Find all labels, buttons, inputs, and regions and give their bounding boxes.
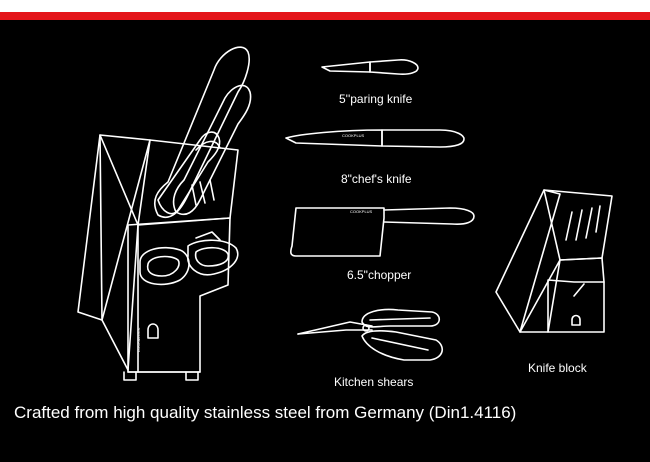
chopper-label: 6.5"chopper: [347, 268, 412, 282]
paring-knife-label: 5''paring knife: [339, 92, 413, 106]
knife-block-icon: [495, 189, 613, 333]
block-logo: LOCK&LOCK: [136, 327, 141, 352]
knife-block-label: Knife block: [528, 361, 587, 375]
paring-knife-icon: [321, 59, 419, 75]
chopper-icon: COOKPLUS: [290, 207, 475, 257]
chopper-blade-mark: COOKPLUS: [350, 209, 373, 214]
knife-block-set-icon: [77, 46, 252, 381]
accent-bar: [0, 12, 650, 20]
kitchen-shears-icon: [297, 308, 443, 361]
chef-blade-mark: COOKPLUS: [342, 133, 365, 138]
chefs-knife-label: 8"chef's knife: [341, 172, 412, 186]
chefs-knife-icon: COOKPLUS: [285, 129, 465, 148]
top-stripe: [0, 0, 650, 12]
caption: Crafted from high quality stainless stee…: [14, 403, 517, 422]
kitchen-shears-label: Kitchen shears: [334, 375, 414, 389]
